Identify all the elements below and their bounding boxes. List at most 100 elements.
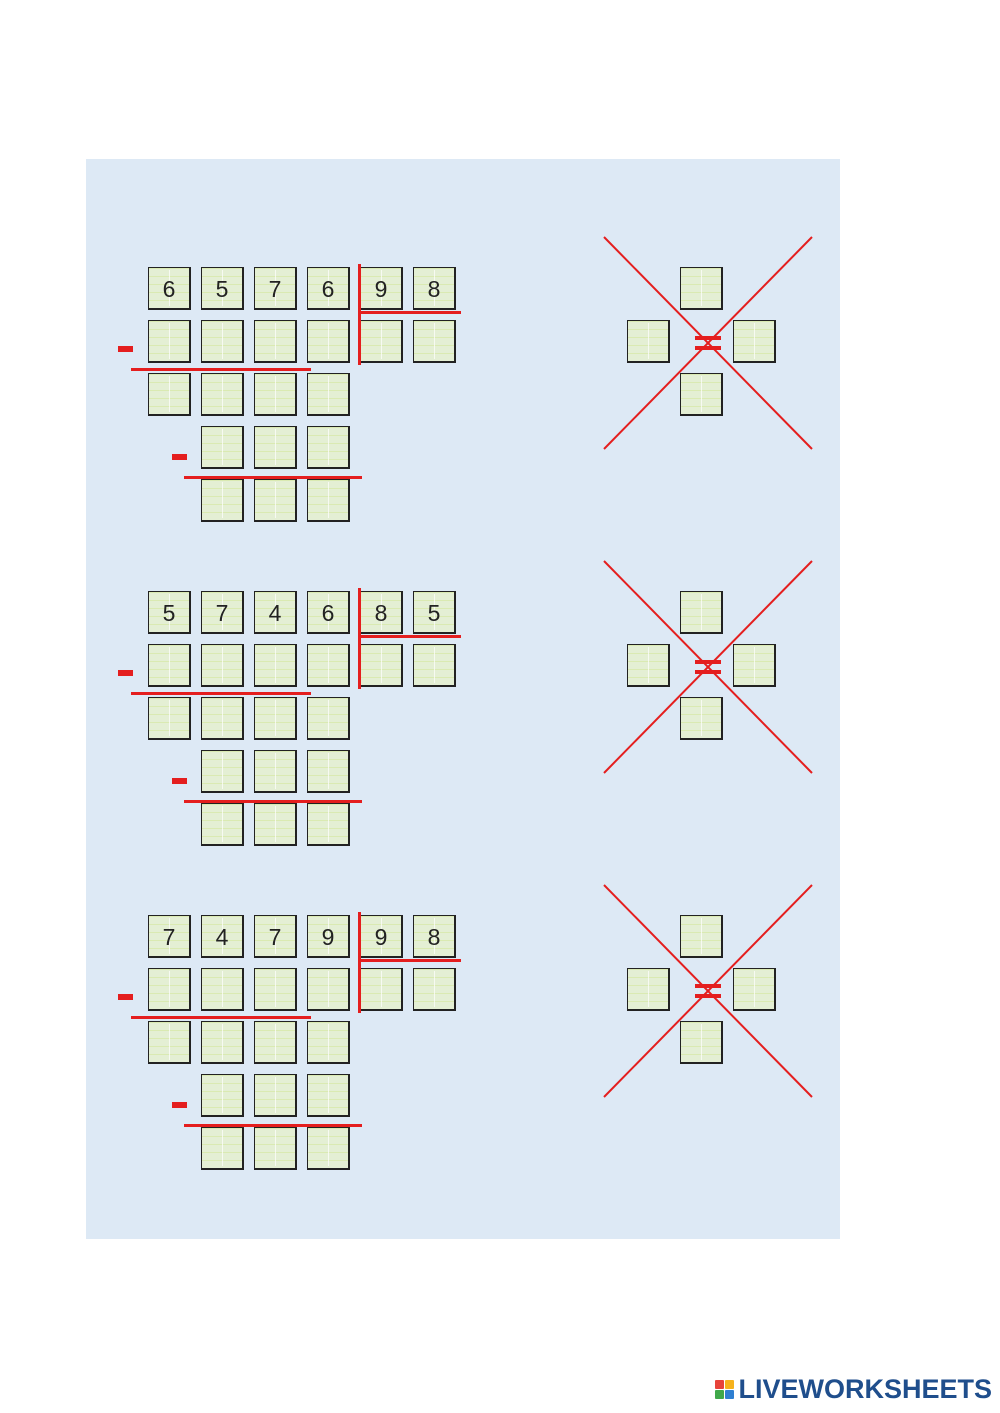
exercise-1-remainder1-box-3[interactable] [254, 373, 297, 416]
exercise-3-remainder1-box-2[interactable] [201, 1021, 244, 1064]
exercise-1-subtract2-box-2-input[interactable] [255, 427, 295, 467]
exercise-1-quotient-box-2[interactable] [413, 320, 456, 363]
exercise-2-subtract1-box-4-input[interactable] [308, 645, 348, 685]
exercise-3-proof-box-right-input[interactable] [734, 969, 774, 1009]
exercise-2-quotient-box-2[interactable] [413, 644, 456, 687]
exercise-3-subtract1-box-4[interactable] [307, 968, 350, 1011]
exercise-3-subtract1-box-2[interactable] [201, 968, 244, 1011]
exercise-3-quotient-box-1[interactable] [360, 968, 403, 1011]
exercise-2-remainder1-box-2-input[interactable] [202, 698, 242, 738]
exercise-3-quotient-box-2-input[interactable] [414, 969, 454, 1009]
exercise-1-subtract2-box-1-input[interactable] [202, 427, 242, 467]
exercise-3-remainder2-box-1[interactable] [201, 1127, 244, 1170]
exercise-3-remainder1-box-1[interactable] [148, 1021, 191, 1064]
exercise-3-remainder2-box-1-input[interactable] [202, 1128, 242, 1168]
exercise-3-proof-box-top[interactable] [680, 915, 723, 958]
exercise-2-remainder2-box-2[interactable] [254, 803, 297, 846]
exercise-3-proof-box-right[interactable] [733, 968, 776, 1011]
exercise-3-proof-box-left-input[interactable] [628, 969, 668, 1009]
exercise-3-subtract1-box-3-input[interactable] [255, 969, 295, 1009]
exercise-2-subtract2-box-3[interactable] [307, 750, 350, 793]
exercise-2-quotient-box-1[interactable] [360, 644, 403, 687]
exercise-1-subtract1-box-3-input[interactable] [255, 321, 295, 361]
exercise-3-remainder1-box-4[interactable] [307, 1021, 350, 1064]
exercise-2-proof-box-top-input[interactable] [681, 592, 721, 632]
exercise-2-subtract2-box-2[interactable] [254, 750, 297, 793]
exercise-2-remainder1-box-1[interactable] [148, 697, 191, 740]
exercise-3-subtract1-box-1[interactable] [148, 968, 191, 1011]
exercise-1-remainder2-box-1[interactable] [201, 479, 244, 522]
exercise-2-subtract1-box-2-input[interactable] [202, 645, 242, 685]
exercise-3-subtract2-box-3-input[interactable] [308, 1075, 348, 1115]
exercise-3-subtract1-box-3[interactable] [254, 968, 297, 1011]
exercise-2-remainder1-box-3[interactable] [254, 697, 297, 740]
exercise-1-remainder1-box-1-input[interactable] [149, 374, 189, 414]
exercise-2-proof-box-right[interactable] [733, 644, 776, 687]
exercise-1-proof-box-right[interactable] [733, 320, 776, 363]
exercise-2-remainder1-box-4-input[interactable] [308, 698, 348, 738]
exercise-1-remainder1-box-2[interactable] [201, 373, 244, 416]
exercise-1-subtract2-box-1[interactable] [201, 426, 244, 469]
exercise-2-remainder1-box-3-input[interactable] [255, 698, 295, 738]
exercise-3-remainder1-box-4-input[interactable] [308, 1022, 348, 1062]
exercise-1-proof-box-left[interactable] [627, 320, 670, 363]
exercise-3-quotient-box-1-input[interactable] [361, 969, 401, 1009]
exercise-3-quotient-box-2[interactable] [413, 968, 456, 1011]
exercise-1-subtract1-box-2-input[interactable] [202, 321, 242, 361]
exercise-2-remainder2-box-3-input[interactable] [308, 804, 348, 844]
exercise-1-remainder2-box-3[interactable] [307, 479, 350, 522]
exercise-2-remainder1-box-4[interactable] [307, 697, 350, 740]
exercise-2-proof-box-left[interactable] [627, 644, 670, 687]
exercise-3-subtract2-box-2[interactable] [254, 1074, 297, 1117]
exercise-3-remainder2-box-3-input[interactable] [308, 1128, 348, 1168]
exercise-3-subtract2-box-1[interactable] [201, 1074, 244, 1117]
exercise-2-subtract1-box-3[interactable] [254, 644, 297, 687]
exercise-3-proof-box-left[interactable] [627, 968, 670, 1011]
exercise-1-quotient-box-1-input[interactable] [361, 321, 401, 361]
exercise-2-subtract1-box-3-input[interactable] [255, 645, 295, 685]
exercise-2-subtract1-box-4[interactable] [307, 644, 350, 687]
exercise-1-subtract1-box-3[interactable] [254, 320, 297, 363]
exercise-1-subtract1-box-1-input[interactable] [149, 321, 189, 361]
exercise-1-subtract1-box-1[interactable] [148, 320, 191, 363]
exercise-2-proof-box-bottom-input[interactable] [681, 698, 721, 738]
exercise-2-subtract2-box-3-input[interactable] [308, 751, 348, 791]
exercise-2-subtract1-box-2[interactable] [201, 644, 244, 687]
exercise-1-remainder1-box-2-input[interactable] [202, 374, 242, 414]
exercise-1-remainder1-box-1[interactable] [148, 373, 191, 416]
exercise-3-subtract2-box-3[interactable] [307, 1074, 350, 1117]
exercise-1-remainder2-box-1-input[interactable] [202, 480, 242, 520]
exercise-2-remainder2-box-3[interactable] [307, 803, 350, 846]
exercise-1-proof-box-top-input[interactable] [681, 268, 721, 308]
exercise-2-quotient-box-2-input[interactable] [414, 645, 454, 685]
exercise-2-remainder2-box-1[interactable] [201, 803, 244, 846]
exercise-1-remainder2-box-2-input[interactable] [255, 480, 295, 520]
exercise-1-subtract2-box-3-input[interactable] [308, 427, 348, 467]
exercise-2-remainder1-box-2[interactable] [201, 697, 244, 740]
exercise-2-subtract2-box-2-input[interactable] [255, 751, 295, 791]
exercise-3-subtract1-box-4-input[interactable] [308, 969, 348, 1009]
exercise-1-remainder1-box-3-input[interactable] [255, 374, 295, 414]
exercise-1-remainder1-box-4[interactable] [307, 373, 350, 416]
exercise-2-proof-box-bottom[interactable] [680, 697, 723, 740]
exercise-3-subtract2-box-2-input[interactable] [255, 1075, 295, 1115]
exercise-3-remainder2-box-3[interactable] [307, 1127, 350, 1170]
exercise-2-subtract1-box-1[interactable] [148, 644, 191, 687]
exercise-1-proof-box-top[interactable] [680, 267, 723, 310]
exercise-1-remainder2-box-2[interactable] [254, 479, 297, 522]
exercise-2-subtract1-box-1-input[interactable] [149, 645, 189, 685]
exercise-1-remainder2-box-3-input[interactable] [308, 480, 348, 520]
exercise-1-subtract1-box-2[interactable] [201, 320, 244, 363]
exercise-1-proof-box-bottom-input[interactable] [681, 374, 721, 414]
exercise-3-proof-box-top-input[interactable] [681, 916, 721, 956]
exercise-1-proof-box-bottom[interactable] [680, 373, 723, 416]
exercise-2-remainder1-box-1-input[interactable] [149, 698, 189, 738]
exercise-3-proof-box-bottom[interactable] [680, 1021, 723, 1064]
exercise-3-remainder1-box-1-input[interactable] [149, 1022, 189, 1062]
exercise-1-proof-box-left-input[interactable] [628, 321, 668, 361]
exercise-1-quotient-box-1[interactable] [360, 320, 403, 363]
exercise-2-quotient-box-1-input[interactable] [361, 645, 401, 685]
exercise-2-proof-box-top[interactable] [680, 591, 723, 634]
exercise-1-subtract1-box-4[interactable] [307, 320, 350, 363]
exercise-3-remainder1-box-3[interactable] [254, 1021, 297, 1064]
